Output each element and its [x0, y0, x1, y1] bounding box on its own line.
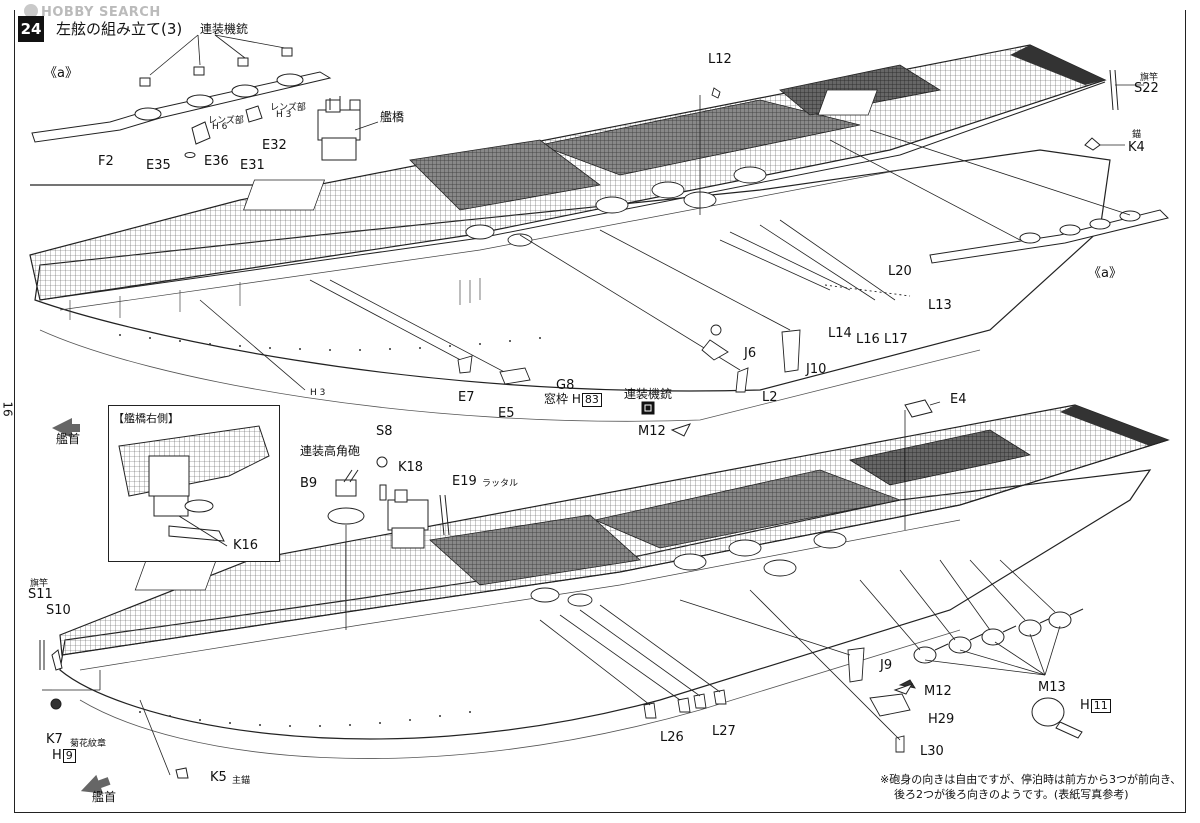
label-k5: K5	[210, 770, 227, 785]
step-number: 24	[18, 16, 44, 42]
gun-orientation-note: ※砲身の向きは自由ですが、停泊時は前方から3つが前向き、 後ろ2つが後ろ向きのよ…	[880, 772, 1181, 802]
label-renso-kokakuho: 連装高角砲	[300, 444, 361, 458]
part-e4	[904, 399, 933, 418]
m12-gun-icon-top	[641, 401, 691, 437]
label-s8: S8	[376, 424, 393, 439]
label-renso-kiju-mid: 連装機銃	[624, 387, 673, 401]
m12-gun-icon-bottom	[893, 683, 914, 695]
f2-rail-right	[929, 209, 1169, 264]
label-e4: E4	[950, 392, 967, 407]
watermark-text: HOBBY SEARCH	[41, 5, 161, 20]
label-kanshu-bot: 艦首	[92, 790, 117, 804]
label-l30: L30	[920, 744, 944, 759]
step-title: 左舷の組み立て(3)	[56, 20, 183, 38]
bridge-part-bottom	[387, 489, 450, 549]
bow-parts	[39, 640, 189, 779]
label-k7: K7	[46, 732, 63, 747]
label-h3-mid: H 3	[310, 388, 326, 398]
top-ship	[29, 44, 1111, 422]
label-m12-top: M12	[638, 424, 666, 439]
inset-title: 【艦橋右側】	[113, 412, 179, 425]
h11-prefix: H	[1080, 698, 1090, 713]
label-j9: J9	[880, 658, 893, 673]
bridge-part-top	[317, 96, 361, 161]
bow-arrow-top	[52, 418, 80, 438]
label-k18: K18	[398, 460, 424, 475]
label-e5: E5	[498, 406, 515, 421]
label-kankyo: 艦橋	[380, 110, 405, 124]
label-l14: L14	[828, 326, 852, 341]
label-g8: G8	[556, 378, 575, 393]
label-l27: L27	[712, 724, 736, 739]
label-l17: L17	[884, 332, 908, 347]
label-lens-h6-small: レンズ部	[208, 116, 244, 126]
label-l13: L13	[928, 298, 952, 313]
label-m12-bot: M12	[924, 684, 952, 699]
inset-drawing	[118, 425, 270, 547]
leader-lines-top	[149, 34, 1144, 391]
label-ikari: 錨	[1132, 130, 1142, 140]
label-rattaru: ラッタル	[482, 479, 519, 489]
leader-lines-bottom	[42, 401, 1061, 776]
label-b9: B9	[300, 476, 318, 491]
page-frame	[14, 10, 1186, 813]
label-hatazao-bot: 旗竿	[30, 579, 49, 589]
label-k16: K16	[233, 538, 259, 553]
label-s11: S11	[28, 587, 53, 602]
label-m13: M13	[1038, 680, 1066, 695]
note-line-1: ※砲身の向きは自由ですが、停泊時は前方から3つが前向き、	[880, 773, 1182, 786]
label-e35: E35	[146, 158, 171, 173]
label-l26: L26	[660, 730, 684, 745]
label-e19: E19	[452, 474, 477, 489]
label-kikamonsho: 菊花紋章	[70, 739, 107, 749]
label-hatazao-top: 旗竿	[1140, 73, 1159, 83]
flagpole-s22	[1084, 69, 1119, 151]
madowaku-number: 83	[581, 393, 602, 407]
label-l16: L16	[856, 332, 880, 347]
bottom-small-parts	[643, 647, 916, 753]
watermark-logo-icon	[24, 4, 38, 18]
label-lens-h3-small: レンズ部	[270, 103, 306, 113]
label-h3-top: H 3	[276, 110, 292, 120]
m13-guns	[913, 608, 1084, 739]
label-l12: L12	[708, 52, 732, 67]
label-e32: E32	[262, 138, 287, 153]
label-renso-kiju-top: 連装機銃	[200, 22, 249, 36]
label-l20: L20	[888, 264, 912, 279]
label-k4: K4	[1128, 140, 1145, 155]
h9-prefix: H	[52, 748, 62, 763]
inset-bridge-right: 【艦橋右側】 K16	[108, 405, 280, 562]
label-e36: E36	[204, 154, 229, 169]
top-small-parts	[457, 87, 911, 393]
label-j10: J10	[806, 362, 827, 377]
label-s10: S10	[46, 603, 71, 618]
bow-arrow-bottom	[80, 774, 111, 794]
h9-number: 9	[62, 749, 76, 763]
f2-rail-left	[31, 47, 332, 158]
note-line-2: 後ろ2つが後ろ向きのようです。(表紙写真参考)	[894, 788, 1129, 801]
h11-number: 11	[1090, 699, 1111, 713]
label-l2: L2	[762, 390, 778, 405]
label-j6: J6	[744, 346, 757, 361]
label-a-left: 《a》	[44, 66, 78, 81]
label-kanshu-top: 艦首	[56, 432, 81, 446]
bottom-ship	[59, 404, 1170, 759]
label-s22: S22	[1134, 81, 1159, 96]
label-e7: E7	[458, 390, 475, 405]
madowaku-text: 窓枠 H	[544, 392, 581, 406]
label-h29: H29	[928, 712, 955, 727]
label-h6: H 6	[212, 122, 228, 132]
watermark: HOBBY SEARCH	[24, 4, 161, 20]
label-f2: F2	[98, 154, 114, 169]
label-shubyo: 主錨	[232, 776, 251, 786]
twin-aa-gun-b9	[327, 456, 388, 525]
label-a-right: 《a》	[1088, 266, 1122, 281]
label-e31: E31	[240, 158, 265, 173]
